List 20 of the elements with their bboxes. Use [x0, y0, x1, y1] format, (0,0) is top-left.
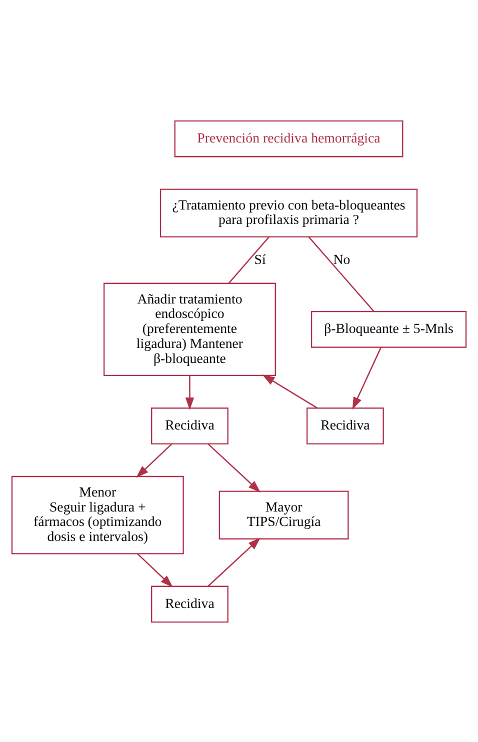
arrow	[208, 537, 261, 586]
node-box: Recidiva	[151, 407, 228, 444]
node-box: Prevención recidiva hemorrágica	[174, 120, 404, 157]
node-box: Recidiva	[306, 407, 384, 444]
arrow	[137, 552, 173, 587]
arrow	[352, 346, 382, 410]
arrow	[208, 443, 261, 492]
edge-label: Sí	[254, 251, 266, 266]
node-box: Menor Seguir ligadura + fármacos (optimizando dosis e intervalos)	[11, 475, 184, 554]
edge-label: No	[333, 251, 350, 266]
arrow	[185, 374, 194, 410]
node-box: Mayor TIPS/Cirugía	[218, 490, 349, 539]
connector	[308, 236, 374, 312]
node-box: Añadir tratamiento endoscópico (preferentemente ligadura) Mantener β-bloqueante	[103, 282, 276, 376]
node-box: Recidiva	[151, 585, 228, 622]
arrow	[262, 374, 318, 408]
arrow	[136, 443, 172, 478]
node-box: ¿Tratamiento previo con beta-bloqueantes para profilaxis primaria ?	[160, 188, 418, 237]
connector	[228, 236, 270, 284]
node-box: β-Bloqueante ± 5-Mnls	[310, 310, 467, 348]
